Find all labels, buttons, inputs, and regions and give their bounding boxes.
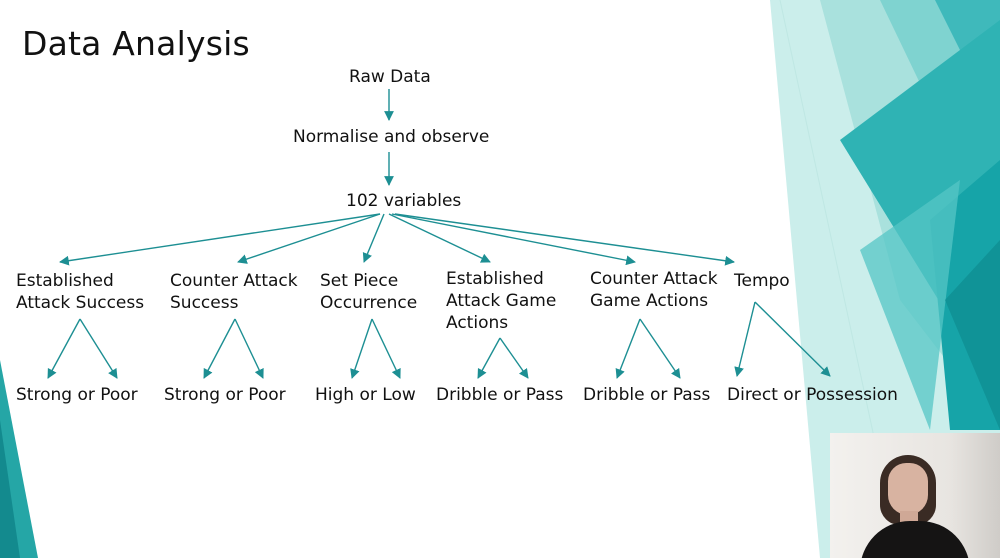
arrow-cat6-left bbox=[734, 301, 756, 377]
arrow-cat2-left bbox=[203, 318, 236, 379]
category-line: Counter Attack bbox=[170, 271, 298, 291]
category-node: Established Attack Success bbox=[16, 270, 144, 314]
outcome-label: Dribble or Pass bbox=[436, 385, 564, 405]
arrow-cat1-left bbox=[47, 318, 81, 379]
arrow-cat2-right bbox=[234, 318, 264, 379]
node-102-variables: 102 variables bbox=[346, 191, 462, 211]
category-line: Established bbox=[16, 271, 114, 291]
category-line: Game Actions bbox=[590, 291, 709, 311]
category-line: Established bbox=[446, 269, 544, 289]
category-node: Set Piece Occurrence bbox=[320, 270, 417, 314]
node-normalise: Normalise and observe bbox=[293, 127, 490, 147]
outcome-label: Dribble or Pass bbox=[583, 385, 711, 405]
arrow-to-category-1 bbox=[59, 213, 381, 266]
outcome-label: High or Low bbox=[315, 385, 416, 405]
category-node: Counter Attack Game Actions bbox=[590, 268, 718, 312]
arrow-to-category-6 bbox=[394, 213, 735, 266]
category-line: Attack Success bbox=[16, 293, 145, 313]
outcome-label: Direct or Possession bbox=[727, 385, 898, 405]
arrow-to-category-2 bbox=[237, 213, 381, 264]
category-line: Counter Attack bbox=[590, 269, 718, 289]
arrow-cat4-right bbox=[499, 337, 529, 379]
arrow-cat4-left bbox=[477, 337, 501, 379]
arrow-to-category-5 bbox=[391, 213, 636, 266]
category-node: Tempo bbox=[734, 270, 790, 292]
arrow-cat1-right bbox=[79, 318, 118, 379]
arrow-to-category-4 bbox=[388, 213, 491, 263]
category-line: Attack Game bbox=[446, 291, 557, 311]
category-node: Counter Attack Success bbox=[170, 270, 298, 314]
arrow-to-category-3 bbox=[362, 213, 385, 263]
category-line: Occurrence bbox=[320, 293, 418, 313]
category-line: Success bbox=[170, 293, 239, 313]
arrow-cat5-right bbox=[639, 318, 681, 379]
arrow-cat3-right bbox=[371, 318, 401, 379]
category-line: Actions bbox=[446, 313, 509, 333]
outcome-label: Strong or Poor bbox=[164, 385, 286, 405]
category-line: Tempo bbox=[734, 271, 790, 291]
arrow-cat5-left bbox=[615, 318, 641, 379]
category-node: Established Attack Game Actions bbox=[446, 268, 556, 334]
slide-title: Data Analysis bbox=[22, 24, 250, 63]
arrow-cat3-left bbox=[350, 318, 373, 379]
arrow-cat6-right bbox=[754, 301, 831, 377]
presenter-video-icon bbox=[830, 433, 1000, 558]
node-raw-data: Raw Data bbox=[349, 67, 431, 87]
outcome-label: Strong or Poor bbox=[16, 385, 138, 405]
category-line: Set Piece bbox=[320, 271, 399, 291]
